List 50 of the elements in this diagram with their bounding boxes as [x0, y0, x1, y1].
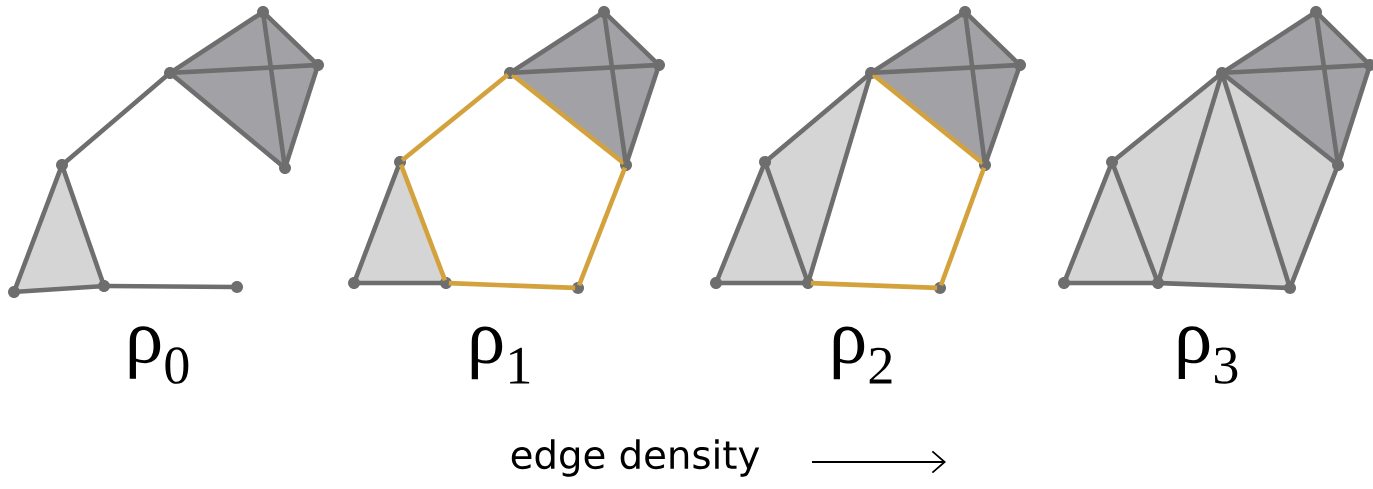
edge-line: [1156, 75, 1224, 281]
edge-line: [283, 67, 320, 166]
edge-line: [810, 280, 938, 291]
edge-line: [171, 11, 262, 74]
edge-line: [965, 12, 1020, 65]
axis-label: edge density: [511, 439, 760, 477]
edge-line: [352, 163, 402, 282]
edge-line: [12, 166, 64, 291]
edge-line: [400, 73, 510, 162]
edge-line: [938, 166, 987, 287]
edge-line: [714, 163, 767, 282]
edge-line: [1066, 280, 1156, 286]
edge-line: [873, 62, 1018, 76]
edge-line: [1223, 11, 1315, 74]
edge-line: [62, 73, 170, 165]
edge-line: [624, 66, 661, 163]
index-label: ρ$_{2}$: [833, 326, 892, 384]
edge-line: [963, 14, 987, 163]
edge-line: [170, 73, 285, 168]
edge-line: [448, 280, 576, 291]
edge-line: [872, 11, 964, 74]
edge-line: [512, 62, 657, 76]
edge-line: [602, 14, 628, 163]
edge-line: [1316, 12, 1370, 65]
edge-line: [871, 73, 985, 165]
edge-line: [16, 283, 102, 295]
edge-line: [1220, 75, 1292, 286]
edge-line: [1110, 163, 1160, 282]
edge-line: [763, 163, 810, 282]
edge-line: [1160, 280, 1288, 291]
edge-line: [1336, 67, 1372, 163]
edge-line: [261, 14, 287, 166]
edge-line: [604, 12, 659, 65]
index-label: ρ$_{0}$: [129, 326, 189, 384]
edge-line: [263, 12, 318, 65]
edge-line: [1062, 163, 1114, 282]
edge-line: [983, 66, 1022, 164]
index-label: ρ$_{1}$: [471, 326, 530, 384]
index-label: ρ$_{3}$: [1178, 326, 1238, 384]
edge-line: [1314, 14, 1340, 163]
edge-line: [511, 11, 603, 74]
edge-line: [806, 75, 873, 281]
edge-line: [576, 166, 628, 287]
edge-line: [106, 283, 235, 290]
edge-line: [718, 280, 806, 286]
edge-line: [510, 72, 626, 166]
edge-line: [356, 280, 444, 286]
edge-line: [398, 163, 448, 282]
edge-line: [60, 166, 106, 285]
edge-line: [1288, 166, 1340, 287]
